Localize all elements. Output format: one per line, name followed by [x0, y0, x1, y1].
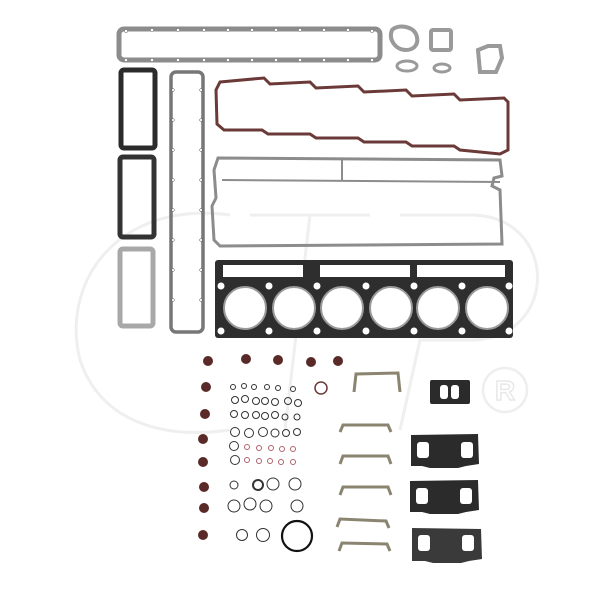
small-flange-gaskets	[389, 24, 505, 74]
long-gasket-top	[116, 26, 383, 63]
turbo-flange-gasket	[430, 380, 470, 404]
cylinder-head-gasket	[215, 260, 513, 338]
watermark-registered-mark: R	[495, 375, 515, 406]
exhaust-manifold-gasket-2	[410, 480, 479, 514]
valve-cover-gasket	[214, 76, 510, 156]
o-rings	[227, 383, 314, 553]
tube-brackets	[335, 371, 402, 552]
exhaust-manifold-gasket-1	[411, 434, 479, 468]
rocker-base-gasket	[210, 156, 504, 248]
tall-narrow-gasket	[169, 70, 205, 334]
valve-stem-seals	[198, 354, 343, 540]
red-o-rings	[244, 381, 328, 465]
watermark-logo: R	[74, 211, 539, 434]
left-rect-gasket-3-light	[117, 246, 156, 329]
left-rect-gasket-1	[118, 67, 158, 151]
exhaust-manifold-gasket-3	[412, 528, 482, 563]
left-rect-gasket-2	[117, 154, 157, 240]
